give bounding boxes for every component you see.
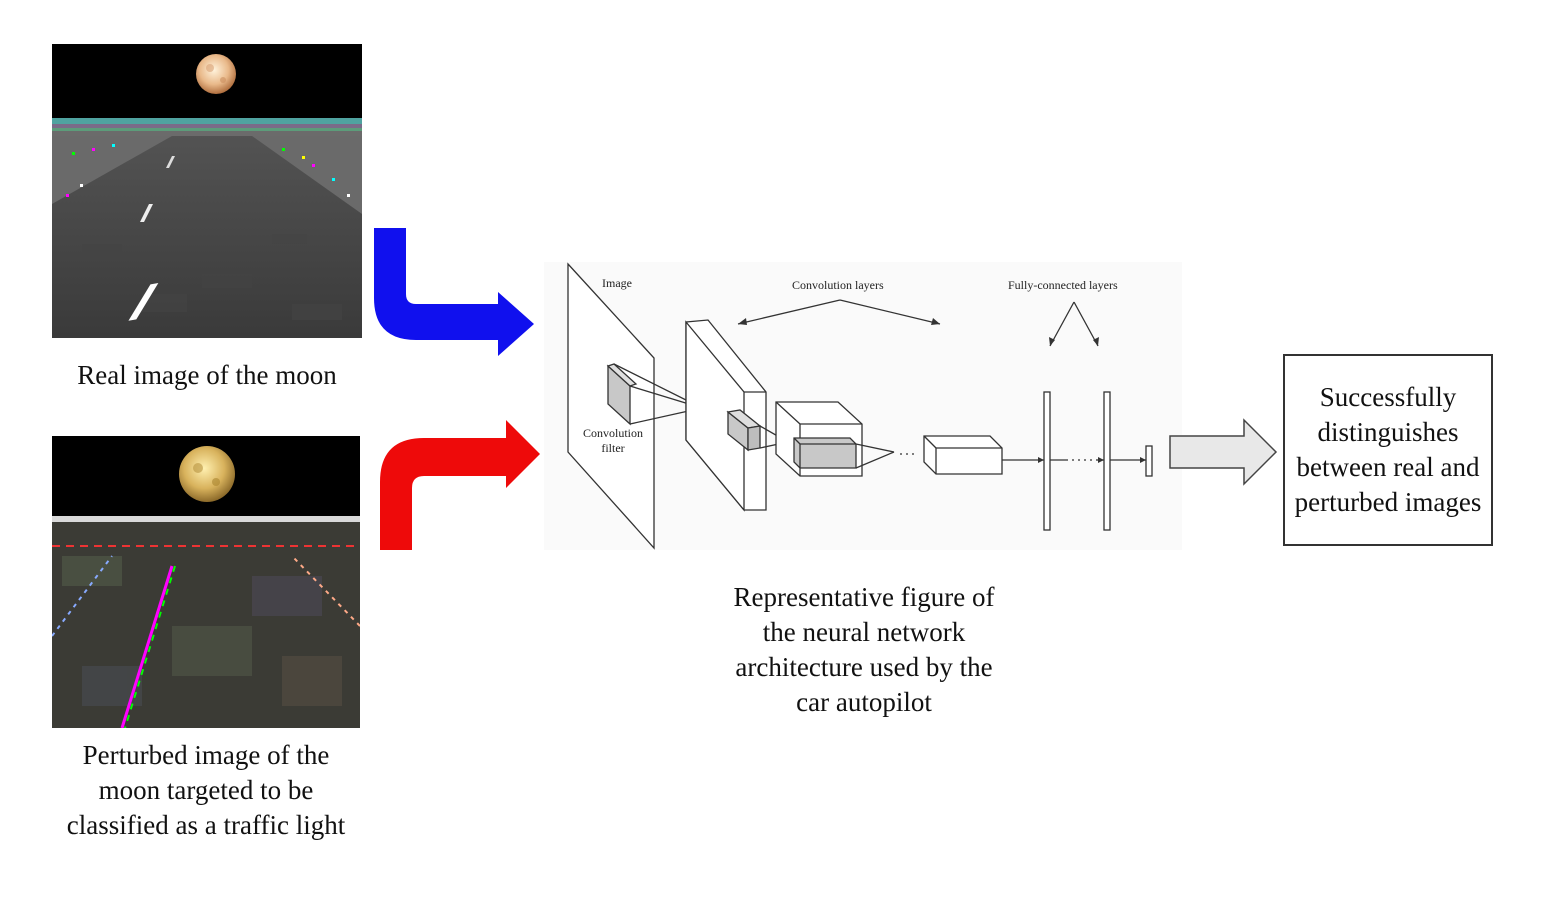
neural-network-figure: Image Convolution filter Convolution lay… bbox=[544, 262, 1182, 550]
convolution-filter-label: Convolution filter bbox=[578, 426, 648, 456]
network-caption: Representative figure of the neural netw… bbox=[733, 582, 995, 717]
red-arrow-icon bbox=[380, 420, 540, 550]
convolution-layers-label: Convolution layers bbox=[792, 278, 884, 292]
image-label: Image bbox=[602, 276, 632, 290]
real-to-network-arrow bbox=[374, 228, 534, 356]
filter-label-line2: filter bbox=[601, 441, 625, 455]
filter-label-line1: Convolution bbox=[582, 426, 643, 440]
perturbed-road-moon-photo-icon bbox=[52, 436, 360, 728]
right-arrow-icon bbox=[1169, 418, 1278, 486]
real-image-caption: Real image of the moon bbox=[77, 360, 337, 390]
cnn-architecture-icon bbox=[567, 262, 1153, 550]
real-moon-image bbox=[52, 44, 362, 338]
perturbed-moon-image bbox=[52, 436, 360, 728]
blue-arrow-icon bbox=[374, 228, 534, 356]
output-arrow bbox=[1169, 418, 1278, 486]
perturbed-to-network-arrow bbox=[380, 420, 540, 550]
road-moon-photo-icon bbox=[52, 44, 362, 338]
result-box: Successfully distinguishes between real … bbox=[1283, 354, 1493, 546]
perturbed-image-caption: Perturbed image of the moon targeted to … bbox=[66, 740, 346, 840]
fully-connected-layers-label: Fully-connected layers bbox=[1008, 278, 1118, 292]
result-text: Successfully distinguishes between real … bbox=[1294, 382, 1482, 517]
